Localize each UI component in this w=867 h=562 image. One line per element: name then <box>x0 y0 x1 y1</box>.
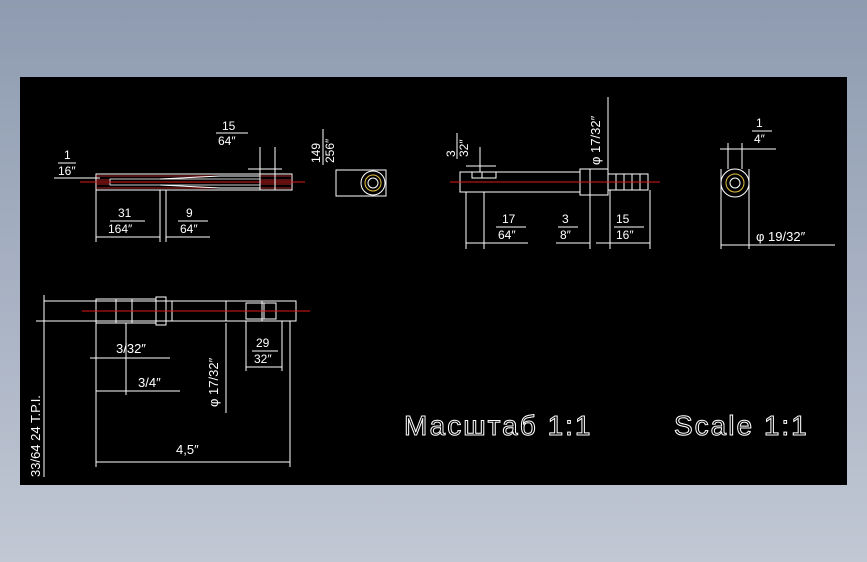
dim-3-32: 3 32″ <box>444 133 496 172</box>
cad-drawing-canvas: 1 16″ 15 64″ 31 164″ 9 64″ 149 <box>20 77 847 485</box>
svg-text:64″: 64″ <box>180 222 198 236</box>
dim-phi-17-32-bottom: φ 17/32″ <box>206 323 227 413</box>
svg-text:16″: 16″ <box>58 164 76 178</box>
dim-149-256: 149 256″ <box>309 129 337 165</box>
dim-31-164: 31 164″ <box>95 190 161 242</box>
svg-text:8″: 8″ <box>560 228 572 242</box>
svg-text:32″: 32″ <box>457 139 471 157</box>
svg-text:64″: 64″ <box>218 134 236 148</box>
svg-text:4″: 4″ <box>754 132 766 146</box>
dim-3-4: 3/4″ <box>96 323 180 395</box>
dim-9-64: 9 64″ <box>165 190 210 242</box>
section-view <box>80 173 305 191</box>
dim-3-32-bottom: 3/32″ <box>90 323 170 367</box>
cad-drawing: 1 16″ 15 64″ 31 164″ 9 64″ 149 <box>28 97 835 477</box>
dim-29-32: 29 32″ <box>245 321 283 371</box>
svg-text:149: 149 <box>309 143 323 163</box>
dim-15-64: 15 64″ <box>216 119 282 174</box>
dim-thread: 33/64 24 T.P.I. <box>28 295 50 477</box>
dim-3-8: 3 8″ <box>556 195 591 249</box>
svg-text:φ 17/32″: φ 17/32″ <box>206 357 221 407</box>
svg-text:64″: 64″ <box>498 228 516 242</box>
svg-text:1: 1 <box>756 116 763 130</box>
end-view-1 <box>335 169 387 197</box>
side-view <box>450 168 660 196</box>
svg-text:256″: 256″ <box>323 138 337 163</box>
svg-text:3: 3 <box>562 212 569 226</box>
dim-4-5: 4,5″ <box>95 321 291 467</box>
scale-label-ru: Масштаб 1:1 <box>404 410 593 441</box>
svg-text:32″: 32″ <box>254 352 272 366</box>
dim-15-16: 15 16″ <box>596 190 651 249</box>
end-view-2 <box>720 168 750 198</box>
svg-text:1: 1 <box>64 148 71 162</box>
svg-text:29: 29 <box>256 336 270 350</box>
svg-text:3/32″: 3/32″ <box>116 341 146 356</box>
svg-text:φ 17/32″: φ 17/32″ <box>588 115 603 165</box>
dim-1-16: 1 16″ <box>54 148 100 179</box>
svg-text:33/64 24 T.P.I.: 33/64 24 T.P.I. <box>28 395 43 477</box>
dim-1-4: 1 4″ <box>720 116 776 169</box>
svg-text:4,5″: 4,5″ <box>176 442 199 457</box>
scale-label-en: Scale 1:1 <box>674 410 809 441</box>
svg-text:31: 31 <box>118 206 132 220</box>
svg-text:φ 19/32″: φ 19/32″ <box>756 229 806 244</box>
svg-text:16″: 16″ <box>616 228 634 242</box>
svg-text:3/4″: 3/4″ <box>138 375 161 390</box>
dim-phi-19-32: φ 19/32″ <box>720 197 835 249</box>
svg-text:17: 17 <box>502 212 516 226</box>
svg-text:164″: 164″ <box>108 222 133 236</box>
svg-text:3: 3 <box>444 150 458 157</box>
dim-17-64: 17 64″ <box>465 192 528 249</box>
dim-phi-17-32-top: φ 17/32″ <box>588 97 609 169</box>
svg-text:9: 9 <box>186 206 193 220</box>
svg-text:15: 15 <box>616 212 630 226</box>
svg-text:15: 15 <box>222 119 236 133</box>
length-view <box>43 296 310 326</box>
